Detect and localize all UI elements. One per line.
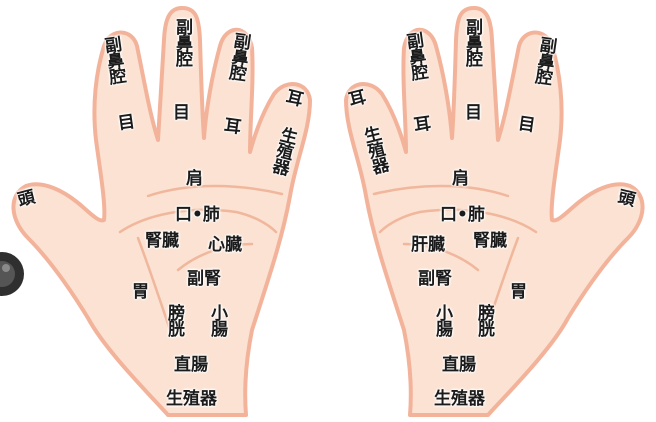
- right-kidney-label: 腎臓: [473, 231, 507, 251]
- left-middle-label-ear: 耳: [222, 115, 243, 139]
- right-mouth-lung-label: 口•肺: [440, 205, 485, 225]
- right-pinky-label-eye: 目: [516, 113, 537, 137]
- left-ring-label-eye: 目: [173, 103, 190, 123]
- right-genitals-label: 生殖器: [434, 389, 485, 409]
- right-ring-label-eye: 目: [465, 103, 482, 123]
- right-middle-label-ear: 耳: [412, 113, 433, 137]
- left-ring-label-sinus: 副鼻腔: [172, 18, 192, 66]
- left-shoulder-label: 肩: [186, 169, 203, 189]
- right-life-line: [484, 236, 520, 332]
- cropped-object-icon: [0, 252, 24, 296]
- right-stomach-label: 胃: [510, 282, 527, 302]
- right-small-intestine-label: 小腸: [432, 304, 452, 336]
- left-small-intestine-label: 小腸: [207, 304, 227, 336]
- right-rectum-label: 直腸: [442, 355, 476, 375]
- right-liver-label: 肝臓: [411, 235, 445, 255]
- right-fate-line: [402, 242, 480, 272]
- left-pinky-label-eye: 目: [116, 111, 137, 135]
- right-bladder-label: 膀胱: [474, 304, 494, 336]
- left-heart-label: 心臓: [208, 235, 242, 255]
- right-adrenal-label: 副腎: [418, 269, 452, 289]
- left-fate-line: [176, 242, 254, 272]
- right-shoulder-label: 肩: [452, 169, 469, 189]
- right-hand-shape: [344, 6, 645, 417]
- left-genitals-label: 生殖器: [166, 389, 217, 409]
- left-rectum-label: 直腸: [174, 355, 208, 375]
- left-adrenal-label: 副腎: [187, 269, 221, 289]
- left-heart-line: [146, 184, 284, 198]
- right-head-line: [378, 208, 538, 234]
- right-ring-label-sinus: 副鼻腔: [462, 18, 482, 66]
- left-hand-shape: [11, 6, 312, 417]
- left-life-line: [136, 236, 172, 332]
- right-hand: [344, 6, 645, 417]
- left-hand: [11, 6, 312, 417]
- left-kidney-label: 腎臓: [145, 231, 179, 251]
- right-heart-line: [372, 184, 510, 198]
- left-head-line: [118, 208, 278, 234]
- left-mouth-lung-label: 口•肺: [175, 205, 220, 225]
- left-bladder-label: 膀胱: [164, 304, 184, 336]
- left-stomach-label: 胃: [132, 282, 149, 302]
